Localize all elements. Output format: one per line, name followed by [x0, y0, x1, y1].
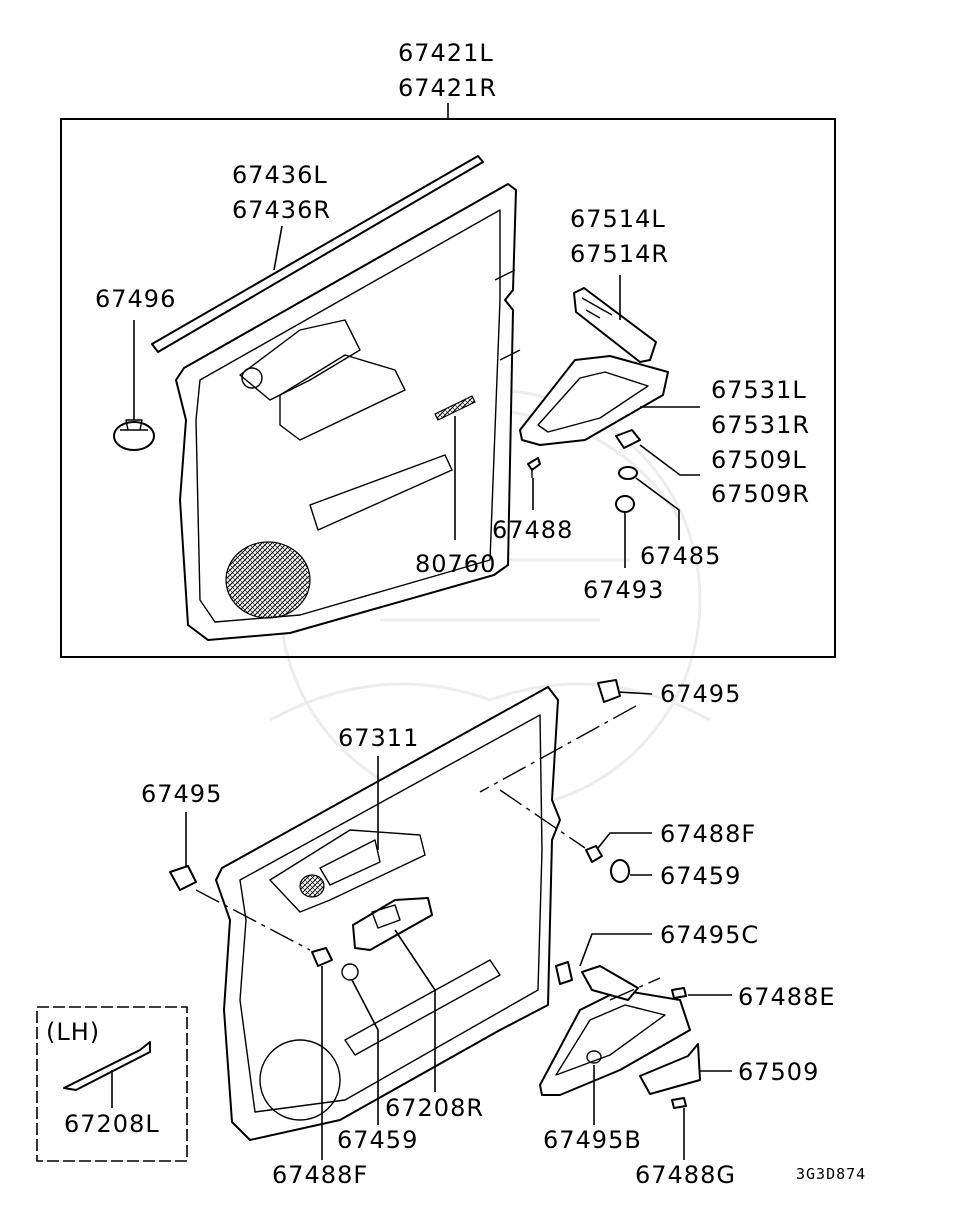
bracket-small-part — [615, 429, 641, 449]
label-67531l: 67531L — [711, 376, 807, 404]
label-67493: 67493 — [583, 576, 664, 604]
label-67496: 67496 — [95, 285, 176, 313]
assembly-guides — [195, 705, 661, 1001]
clip-67495-left-part — [169, 865, 197, 891]
label-67485: 67485 — [640, 542, 721, 570]
label-67208r: 67208R — [385, 1094, 484, 1122]
label-67495-left: 67495 — [141, 780, 222, 808]
door-trim-panel-top — [175, 183, 521, 641]
label-67488e: 67488E — [738, 983, 836, 1011]
label-67531r: 67531R — [711, 411, 810, 439]
grommet-67493-part — [615, 495, 635, 513]
label-67488f-bottom: 67488F — [272, 1161, 368, 1189]
screw-67488f-right-part — [585, 845, 603, 863]
cap-67459-right-part — [610, 859, 630, 883]
lower-armrest-part — [539, 961, 701, 1109]
label-67495c: 67495C — [660, 921, 759, 949]
drawing-code: 3G3D874 — [796, 1165, 866, 1183]
label-67421r: 67421R — [398, 74, 497, 102]
label-67459-right: 67459 — [660, 862, 741, 890]
label-67495-top: 67495 — [660, 680, 741, 708]
label-67459-bottom: 67459 — [337, 1126, 418, 1154]
lh-inset-frame — [36, 1006, 188, 1162]
clip-67495-top-part — [597, 679, 621, 703]
weatherstrip-part — [151, 155, 484, 353]
label-67514r: 67514R — [570, 240, 669, 268]
clip-67496-part — [113, 419, 155, 451]
label-80760: 80760 — [415, 550, 496, 578]
label-67311: 67311 — [338, 724, 419, 752]
label-67488g: 67488G — [635, 1161, 736, 1189]
nut-67485-part — [618, 466, 638, 480]
label-67514l: 67514L — [570, 205, 666, 233]
leader-lines — [111, 103, 732, 1160]
switch-panel-67208l-part — [63, 1041, 151, 1091]
label-67208l: 67208L — [64, 1110, 160, 1138]
label-67509: 67509 — [738, 1058, 819, 1086]
handle-bezel-part — [573, 287, 657, 363]
label-lh: (LH) — [46, 1018, 100, 1046]
label-67509r: 67509R — [711, 480, 810, 508]
door-trim-panel-bottom — [215, 686, 561, 1141]
screw-67488-part — [527, 457, 541, 478]
label-67488f-right: 67488F — [660, 820, 756, 848]
armrest-part — [519, 355, 669, 446]
label-67488: 67488 — [492, 516, 573, 544]
label-67495b: 67495B — [543, 1126, 642, 1154]
label-67421l: 67421L — [398, 39, 494, 67]
label-67509l: 67509L — [711, 446, 807, 474]
label-67436l: 67436L — [232, 161, 328, 189]
screw-67488f-bottom-part — [311, 947, 333, 967]
label-67436r: 67436R — [232, 196, 331, 224]
